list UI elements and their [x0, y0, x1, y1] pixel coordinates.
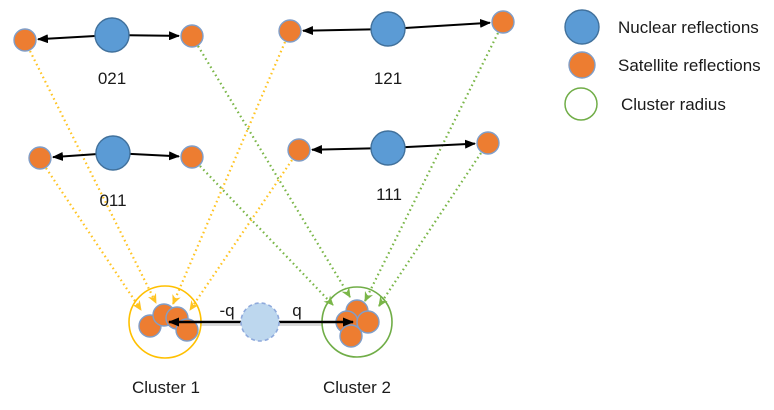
legend-nuclear-label: Nuclear reflections — [618, 18, 759, 37]
satellite-to-cluster-link-green — [197, 45, 351, 298]
labels-layer: Cluster 1 Cluster 2 -q q 021 121 011 111 — [98, 69, 402, 397]
satellite-reflection-right — [180, 145, 204, 169]
group-label-121: 121 — [374, 69, 402, 88]
nuclear-reflection — [95, 135, 131, 171]
group-label-011: 011 — [99, 191, 126, 210]
nuclear-reflection — [370, 11, 406, 47]
satellite-to-cluster-link-green — [364, 32, 499, 302]
legend-satellite-label: Satellite reflections — [618, 56, 761, 75]
satellite-vector-arrow — [51, 151, 97, 161]
satellite-reflection-left — [28, 146, 52, 170]
cluster-2-satellite-reflection — [339, 324, 363, 348]
satellite-to-cluster-link-green — [199, 165, 334, 306]
satellite-to-cluster-link-yellow — [189, 159, 293, 311]
cluster-1-satellite-reflection — [175, 318, 199, 342]
satellite-reflection-left — [13, 28, 37, 52]
satellite-vector-arrow — [36, 34, 96, 44]
reflection-groups-layer — [13, 10, 515, 171]
group-label-021: 021 — [98, 69, 126, 88]
group-label-111: 111 — [376, 185, 402, 204]
satellite-vector-arrow — [404, 139, 477, 149]
satellite-links-layer — [29, 32, 499, 311]
satellite-reflection-left — [278, 19, 302, 43]
nuclear-reflection — [94, 17, 130, 53]
legend-cluster-radius-label: Cluster radius — [621, 95, 726, 114]
satellite-reflection-left — [287, 138, 311, 162]
reflection-group-021 — [13, 17, 204, 53]
reflection-group-121 — [278, 10, 515, 47]
q-label-pos: q — [292, 301, 301, 320]
legend-cluster-radius-swatch — [564, 87, 598, 121]
satellite-to-cluster-link-yellow — [171, 41, 287, 305]
reflection-group-111 — [287, 130, 500, 166]
satellite-vector-arrow — [310, 144, 372, 154]
satellite-to-cluster-link-yellow — [45, 167, 142, 311]
satellite-vector-arrow — [128, 31, 181, 41]
cluster-2-satellite-reflection — [356, 310, 380, 334]
satellite-reflection-right — [180, 24, 204, 48]
satellite-vector-arrow — [129, 151, 181, 161]
satellite-vector-arrow — [404, 18, 492, 29]
modulation-wavevector-node — [240, 302, 280, 342]
satellite-vector-arrow — [301, 26, 372, 36]
legend-nuclear-swatch — [564, 9, 600, 45]
cluster-2-label: Cluster 2 — [323, 378, 391, 397]
center-node-layer — [240, 302, 280, 342]
q-label-neg: -q — [219, 301, 234, 320]
satellite-reflection-right — [476, 131, 500, 155]
legend: Nuclear reflections Satellite reflection… — [564, 9, 761, 121]
reflection-group-011 — [28, 135, 204, 171]
cluster-1-label: Cluster 1 — [132, 378, 200, 397]
nuclear-reflection — [370, 130, 406, 166]
satellite-to-cluster-link-yellow — [29, 50, 157, 304]
satellite-reflection-right — [491, 10, 515, 34]
legend-satellite-swatch — [568, 51, 596, 79]
satellite-to-cluster-link-green — [378, 152, 482, 307]
